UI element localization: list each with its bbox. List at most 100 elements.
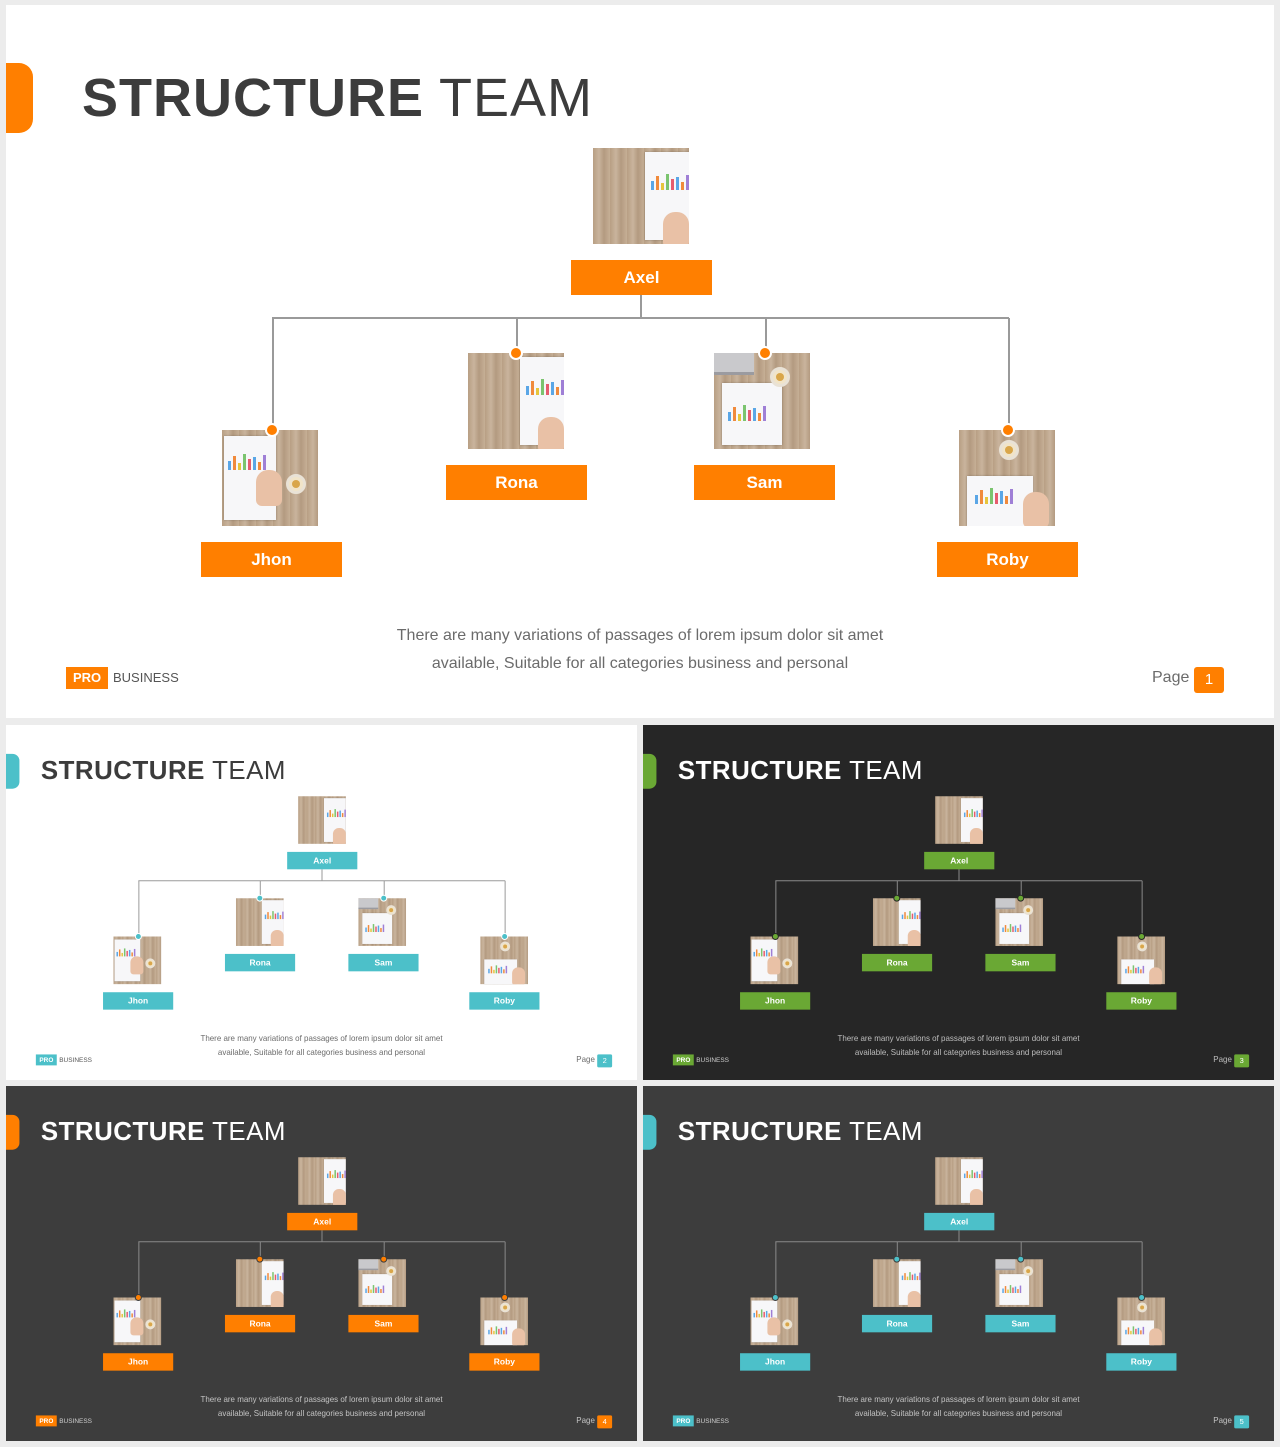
connector-dot bbox=[1138, 1294, 1146, 1301]
connector-child bbox=[775, 1241, 777, 1298]
caption-line-1: There are many variations of passages of… bbox=[837, 1395, 1080, 1404]
connector-child bbox=[1020, 1241, 1022, 1260]
title-light: TEAM bbox=[212, 1117, 286, 1147]
slide-title: STRUCTURE TEAM bbox=[41, 756, 286, 786]
connector-child bbox=[259, 1241, 261, 1260]
connector-child bbox=[272, 318, 274, 430]
slide-caption: There are many variations of passages of… bbox=[792, 1032, 1124, 1060]
document-icon bbox=[722, 383, 782, 445]
page-number: 2 bbox=[597, 1054, 613, 1068]
coffee-cup-icon bbox=[286, 474, 306, 494]
member-photo-rona bbox=[235, 898, 284, 946]
member-label-jhon: Jhon bbox=[740, 1353, 811, 1371]
member-photo-sam bbox=[358, 1259, 407, 1307]
member-photo-axel bbox=[935, 796, 983, 844]
member-label-jhon: Jhon bbox=[103, 992, 174, 1010]
bar-chart-icon bbox=[116, 1309, 136, 1318]
connector-root bbox=[321, 1230, 323, 1242]
member-label-jhon: Jhon bbox=[201, 542, 342, 577]
slide-title: STRUCTURE TEAM bbox=[678, 756, 923, 786]
member-photo-sam bbox=[995, 898, 1044, 946]
bar-chart-icon bbox=[651, 174, 689, 190]
member-label-roby: Roby bbox=[469, 1353, 540, 1371]
coffee-cup-icon bbox=[500, 941, 511, 952]
bar-chart-icon bbox=[901, 1272, 921, 1281]
member-photo-sam bbox=[358, 898, 407, 946]
connector-dot bbox=[771, 1294, 779, 1301]
connector-root bbox=[640, 295, 642, 318]
bar-chart-icon bbox=[1125, 965, 1145, 974]
coffee-cup-icon bbox=[145, 958, 156, 969]
hand-icon bbox=[969, 1189, 983, 1205]
connector-child bbox=[1141, 880, 1143, 937]
member-photo-axel bbox=[593, 148, 689, 244]
connector-child bbox=[383, 880, 385, 899]
bar-chart-icon bbox=[753, 1309, 773, 1318]
slide-caption: There are many variations of passages of… bbox=[155, 1393, 487, 1421]
member-label-rona: Rona bbox=[446, 465, 587, 500]
page-number: 5 bbox=[1234, 1415, 1250, 1429]
bar-chart-icon bbox=[901, 911, 921, 920]
hand-icon bbox=[332, 1189, 346, 1205]
member-label-axel: Axel bbox=[924, 1212, 995, 1231]
connector-dot bbox=[501, 1294, 509, 1301]
connector-horizontal bbox=[272, 317, 1009, 319]
connector-root bbox=[321, 869, 323, 881]
connector-dot bbox=[771, 933, 779, 940]
title-accent-bar bbox=[643, 1114, 657, 1150]
member-photo-roby bbox=[1117, 936, 1166, 985]
connector-dot bbox=[265, 423, 279, 437]
title-light: TEAM bbox=[849, 1117, 923, 1147]
member-label-sam: Sam bbox=[985, 953, 1056, 972]
hand-icon bbox=[1023, 492, 1049, 526]
footer-pro-badge: PRO bbox=[672, 1054, 694, 1066]
connector-root bbox=[958, 1230, 960, 1242]
connector-dot bbox=[893, 1255, 901, 1263]
connector-dot bbox=[380, 894, 388, 902]
coffee-cup-icon bbox=[782, 958, 793, 969]
title-accent-bar bbox=[6, 753, 20, 789]
member-label-axel: Axel bbox=[571, 260, 712, 295]
caption-line-1: There are many variations of passages of… bbox=[837, 1034, 1080, 1043]
laptop-icon bbox=[995, 898, 1016, 910]
hand-icon bbox=[270, 1291, 284, 1307]
connector-dot bbox=[134, 1294, 142, 1301]
member-label-axel: Axel bbox=[924, 851, 995, 870]
title-bold: STRUCTURE bbox=[677, 756, 842, 786]
page-label: Page bbox=[576, 1055, 595, 1064]
title-accent-bar bbox=[643, 753, 657, 789]
coffee-cup-icon bbox=[1023, 905, 1034, 916]
hand-icon bbox=[907, 1291, 921, 1307]
page-number: 3 bbox=[1234, 1054, 1250, 1068]
member-photo-roby bbox=[480, 1297, 529, 1346]
page-label: Page bbox=[1213, 1055, 1232, 1064]
member-label-rona: Rona bbox=[861, 953, 933, 972]
member-photo-axel bbox=[298, 796, 346, 844]
footer-business-text: BUSINESS bbox=[696, 1055, 729, 1064]
member-label-sam: Sam bbox=[694, 465, 835, 500]
bar-chart-icon bbox=[365, 924, 385, 933]
page-label: Page bbox=[576, 1416, 595, 1425]
connector-child bbox=[1141, 1241, 1143, 1298]
member-label-roby: Roby bbox=[469, 992, 540, 1010]
member-label-axel: Axel bbox=[287, 1212, 358, 1231]
bar-chart-icon bbox=[264, 1272, 284, 1281]
hand-icon bbox=[663, 212, 689, 244]
hand-icon bbox=[130, 956, 144, 975]
page-label: Page bbox=[1213, 1416, 1232, 1425]
page-label: Page bbox=[1152, 669, 1190, 686]
bar-chart-icon bbox=[116, 948, 136, 957]
member-photo-jhon bbox=[222, 430, 318, 526]
member-photo-jhon bbox=[750, 1297, 799, 1346]
slide-title: STRUCTURE TEAM bbox=[678, 1117, 923, 1147]
hand-icon bbox=[256, 470, 282, 506]
coffee-cup-icon bbox=[770, 367, 790, 387]
bar-chart-icon bbox=[228, 454, 266, 470]
connector-dot bbox=[1017, 894, 1025, 902]
connector-dot bbox=[256, 1255, 264, 1263]
member-photo-jhon bbox=[113, 1297, 162, 1346]
hand-icon bbox=[270, 930, 284, 946]
